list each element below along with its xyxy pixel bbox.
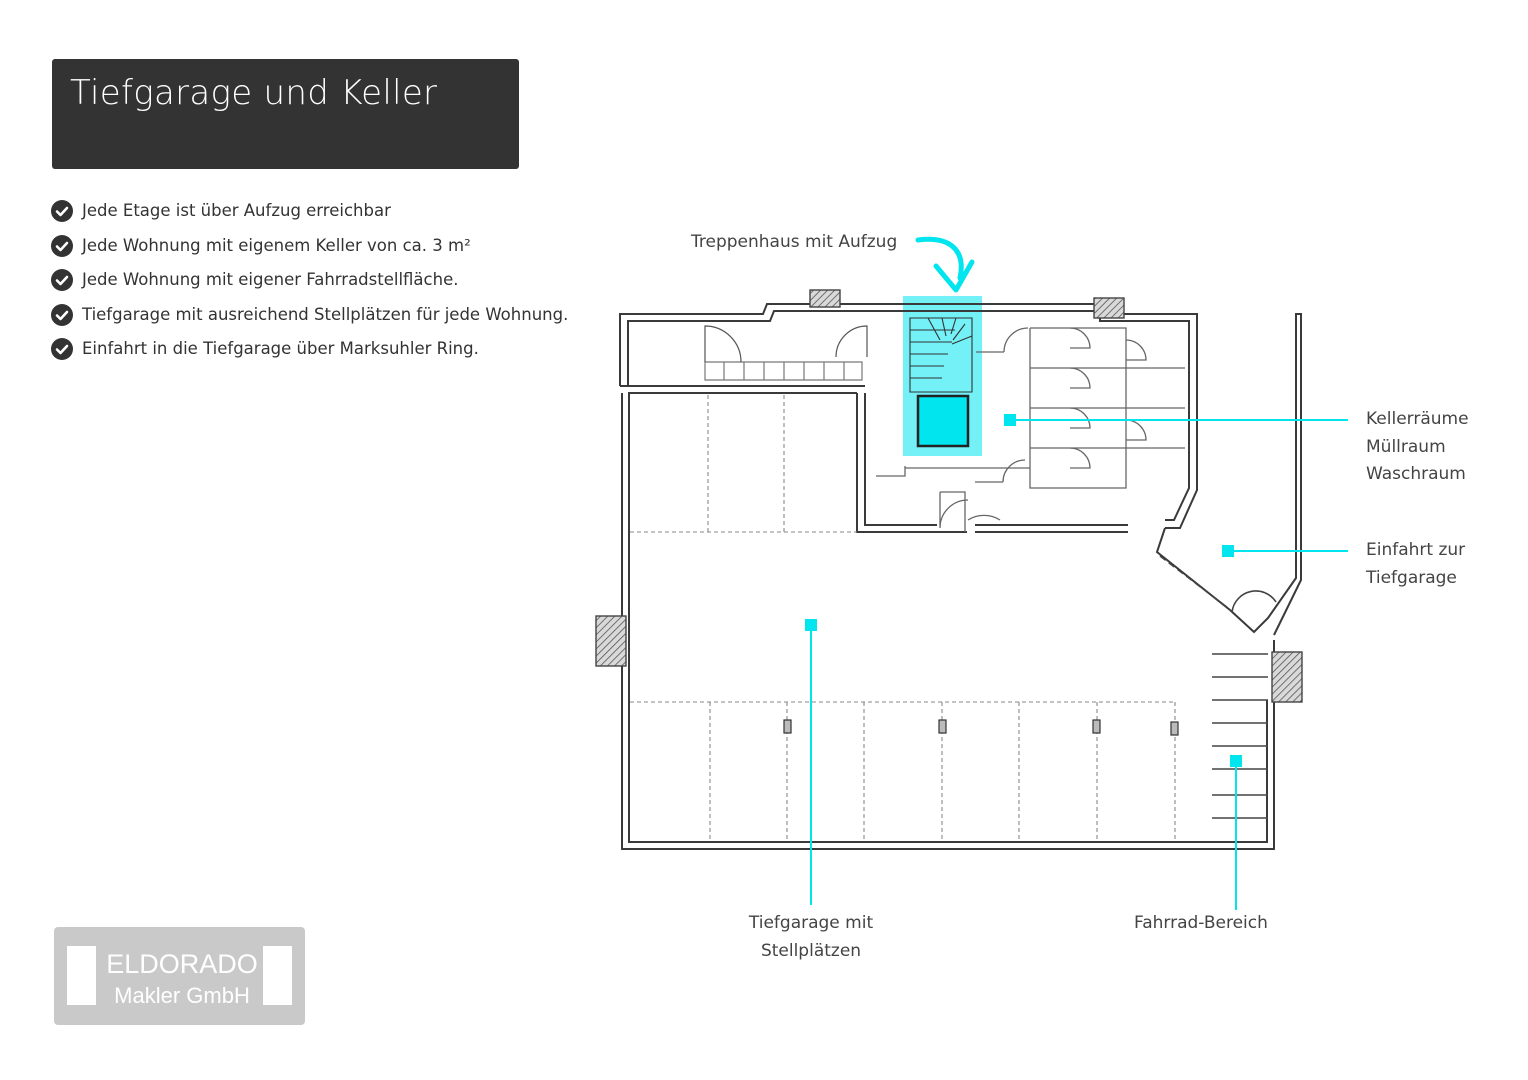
label-garage-line: Tiefgarage mit (748, 913, 874, 933)
label-garage-line: Stellplätzen (760, 940, 862, 961)
bike-racks (1212, 653, 1268, 819)
feature-text: Tiefgarage mit ausreichend Stellplätzen … (82, 304, 569, 324)
callouts (805, 414, 1348, 910)
label-cellar-line: Waschraum (1366, 464, 1466, 484)
storage-wing (704, 325, 868, 381)
feature-list: Jede Etage ist über Aufzug erreichbar Je… (51, 200, 568, 373)
staircase (909, 317, 973, 393)
page-title: Tiefgarage und Keller (70, 73, 438, 113)
label-entrance-line: Einfahrt zur (1366, 540, 1466, 560)
logo-line-1: ELDORADO (106, 949, 258, 979)
title-banner: Tiefgarage und Keller (52, 59, 519, 169)
logo-bar-left (67, 946, 96, 1005)
label-cellar: Kellerräume Müllraum Waschraum (1366, 406, 1469, 489)
feature-item: Einfahrt in die Tiefgarage über Marksuhl… (51, 338, 568, 373)
hatched-columns (595, 289, 1303, 703)
label-cellar-line: Kellerräume (1366, 409, 1469, 429)
feature-item: Jede Wohnung mit eigener Fahrradstellflä… (51, 269, 568, 304)
parking-bays (630, 395, 1176, 840)
check-circle-icon (51, 200, 73, 222)
label-garage: Tiefgarage mit Stellplätzen (731, 910, 891, 965)
parking-pillars (783, 719, 1179, 736)
feature-text: Jede Etage ist über Aufzug erreichbar (82, 201, 391, 220)
label-entrance-line: Tiefgarage (1366, 567, 1457, 588)
curved-arrow-icon (915, 236, 975, 293)
feature-text: Jede Wohnung mit eigenem Keller von ca. … (82, 235, 471, 255)
label-cellar-line: Müllraum (1366, 436, 1446, 457)
elevator-highlight (916, 394, 970, 448)
feature-text: Einfahrt in die Tiefgarage über Marksuhl… (82, 339, 479, 358)
check-circle-icon (51, 234, 73, 257)
label-entrance: Einfahrt zur Tiefgarage (1366, 537, 1465, 592)
callout-marker-bike (1230, 755, 1242, 767)
feature-item: Jede Wohnung mit eigenem Keller von ca. … (51, 234, 568, 270)
entrance-gate (1159, 555, 1277, 613)
logo-bar-right (263, 946, 292, 1005)
check-circle-icon (51, 303, 73, 326)
label-stairwell: Treppenhaus mit Aufzug (691, 232, 898, 252)
callout-marker-entrance (1222, 545, 1234, 557)
feature-item: Tiefgarage mit ausreichend Stellplätzen … (51, 303, 569, 339)
check-circle-icon (51, 338, 73, 360)
check-circle-icon (51, 269, 73, 291)
feature-text: Jede Wohnung mit eigener Fahrradstellflä… (82, 270, 459, 289)
callout-marker-garage (805, 619, 817, 631)
callout-marker-cellar (1004, 414, 1016, 426)
logo-line-2: Makler GmbH (114, 983, 250, 1008)
feature-item: Jede Etage ist über Aufzug erreichbar (51, 200, 568, 235)
label-bike: Fahrrad-Bereich (1134, 913, 1268, 933)
company-logo: ELDORADO Makler GmbH (54, 927, 305, 1025)
cellar-rooms (876, 327, 1185, 532)
